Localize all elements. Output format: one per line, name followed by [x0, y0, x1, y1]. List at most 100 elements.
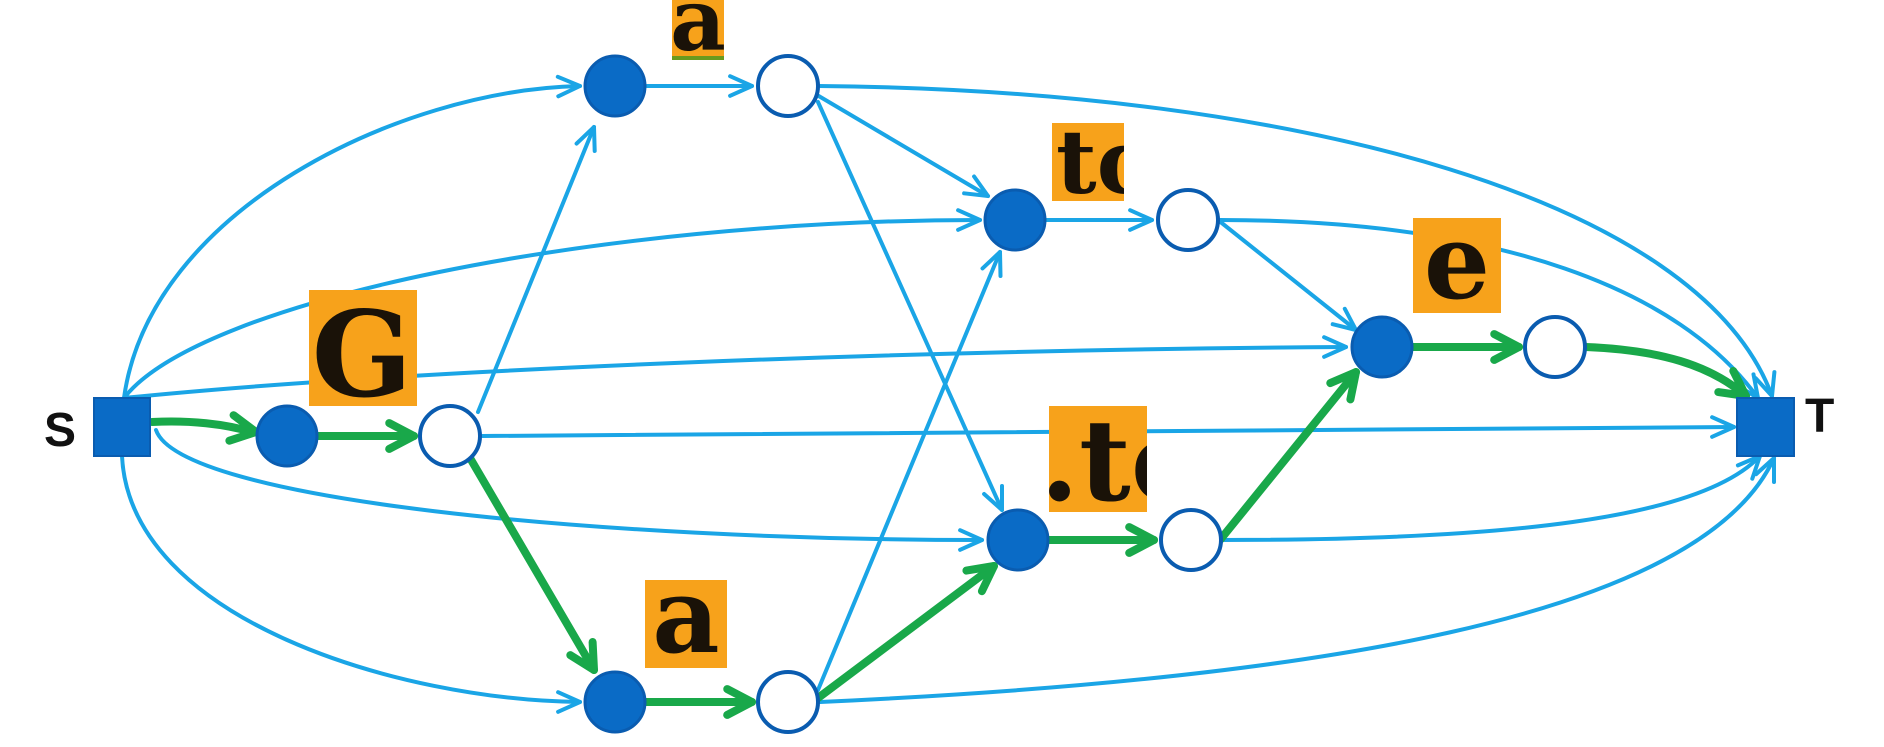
- node-e-in: [1350, 315, 1414, 379]
- edge-a-bottom-to-sink-line: [818, 456, 1776, 704]
- patch-a-top: a: [670, 0, 726, 71]
- edge-a-top-to-tc-lower-line: [816, 100, 1004, 512]
- edge-a-top-to-sink: [816, 84, 1777, 398]
- edge-s-to-tc-upper-line: [122, 218, 982, 400]
- patch-tc-lower-glyph: .tc: [1040, 396, 1199, 527]
- patch-g-glyph: G: [312, 285, 413, 424]
- path-e-to-sink-line: [1582, 343, 1750, 400]
- edge-a-top-to-tc-lower: [816, 100, 1004, 512]
- node-a-top-out: [756, 54, 820, 118]
- node-a-bottom-out: [756, 670, 820, 734]
- patch-tc-upper-glyph: tc: [1056, 110, 1150, 214]
- path-g-to-a-bottom-line: [466, 454, 598, 674]
- patch-e: e: [1413, 200, 1501, 323]
- edge-a-top-to-tc-upper-arrowhead: [962, 174, 990, 198]
- path-a-bottom-to-tc-lower-arrowhead: [962, 562, 998, 596]
- patch-a-top-edge-strip: [672, 56, 724, 60]
- edge-a-top-to-tc-upper-line: [815, 93, 990, 198]
- node-tc-upper-in: [983, 188, 1047, 252]
- path-e-internal: [1409, 330, 1523, 364]
- path-g-to-a-bottom-arrowhead: [566, 638, 598, 674]
- patch-tc-lower: .tc: [1040, 396, 1199, 527]
- node-tc-lower-in: [986, 508, 1050, 572]
- edge-s-to-e: [122, 335, 1348, 400]
- edge-s-to-tc-lower-line: [154, 428, 984, 542]
- path-a-bottom-internal-arrowhead: [723, 685, 756, 719]
- edge-s-to-tc-lower: [154, 428, 984, 552]
- edge-s-to-a-top: [122, 74, 582, 400]
- path-a-bottom-to-tc-lower-line: [814, 562, 998, 702]
- edge-s-to-a-top-arrowhead: [555, 74, 582, 99]
- node-a-top-in: [583, 54, 647, 118]
- path-s-to-g-line: [148, 417, 256, 436]
- patch-e-background: [1413, 218, 1501, 313]
- edge-a-top-to-tc-upper: [815, 93, 990, 198]
- path-tc-lower-internal: [1045, 523, 1158, 557]
- patch-tc-lower-background: [1049, 406, 1147, 512]
- edge-tc-upper-internal-arrowhead: [1128, 208, 1154, 232]
- edge-tc-lower-to-sink: [1220, 454, 1762, 542]
- patch-g: G: [309, 285, 417, 424]
- edge-a-bottom-to-sink: [818, 456, 1776, 704]
- edge-a-top-to-sink-arrowhead: [1753, 370, 1777, 398]
- source-node: [93, 397, 151, 457]
- edge-s-to-tc-upper: [122, 208, 982, 400]
- path-e-to-sink-arrowhead: [1714, 367, 1750, 400]
- patch-tc-upper-background: [1052, 123, 1124, 201]
- selected-path-layer: [148, 330, 1750, 719]
- node-a-bottom-in: [583, 670, 647, 734]
- edge-a-top-to-sink-line: [816, 84, 1774, 398]
- path-a-bottom-internal: [642, 685, 756, 719]
- path-g-internal: [314, 419, 418, 453]
- source-label: S: [44, 404, 76, 457]
- edge-g-to-sink-arrowhead: [1710, 415, 1736, 439]
- node-e-out: [1523, 315, 1587, 379]
- edge-a-top-internal-arrowhead: [728, 74, 754, 98]
- patch-a-bottom-glyph: a: [652, 554, 719, 677]
- sink-node: [1736, 397, 1795, 457]
- node-tc-lower-out: [1159, 508, 1223, 572]
- path-tc-lower-to-e-arrowhead: [1326, 368, 1360, 404]
- patch-a-top-background: [672, 0, 724, 60]
- edge-s-to-a-top-line: [122, 84, 582, 400]
- patch-a-bottom-background: [645, 580, 727, 668]
- path-tc-lower-internal-arrowhead: [1125, 523, 1158, 557]
- patch-a-bottom: a: [645, 554, 727, 677]
- edge-s-to-a-bottom: [120, 454, 582, 714]
- sink-label: T: [1805, 390, 1834, 443]
- edge-tc-upper-to-sink-line: [1218, 218, 1760, 400]
- patch-e-glyph: e: [1424, 200, 1490, 323]
- patch-tc-upper: tc: [1052, 110, 1150, 214]
- edge-a-bottom-to-sink-arrowhead: [1754, 456, 1776, 484]
- path-e-internal-arrowhead: [1490, 330, 1523, 364]
- path-g-to-a-bottom: [466, 454, 598, 674]
- path-tc-lower-to-e: [1216, 368, 1360, 544]
- patch-a-top-glyph: a: [670, 0, 726, 71]
- path-a-bottom-to-tc-lower: [814, 562, 998, 702]
- node-g-in: [255, 404, 319, 468]
- patch-g-background: [309, 290, 417, 406]
- node-layer: [93, 54, 1795, 734]
- node-tc-upper-out: [1156, 188, 1220, 252]
- edge-s-to-e-arrowhead: [1322, 335, 1348, 359]
- edge-a-top-internal: [645, 74, 754, 98]
- edge-tc-upper-to-e-line: [1216, 218, 1358, 332]
- edge-s-to-a-bottom-arrowhead: [556, 690, 582, 714]
- edge-g-to-a-top-line: [476, 125, 596, 414]
- edge-s-to-tc-upper-arrowhead: [956, 208, 982, 232]
- edge-s-to-tc-lower-arrowhead: [958, 528, 984, 552]
- edge-s-to-a-bottom-line: [120, 454, 582, 704]
- node-g-out: [418, 404, 482, 468]
- path-s-to-g: [148, 411, 260, 445]
- edge-tc-lower-to-sink-line: [1220, 454, 1762, 542]
- edge-tc-upper-internal: [1044, 208, 1154, 232]
- edge-a-top-to-tc-lower-arrowhead: [982, 484, 1004, 512]
- edge-g-to-a-top-arrowhead: [574, 125, 597, 153]
- path-e-to-sink: [1582, 343, 1750, 400]
- edge-s-to-e-line: [122, 345, 1348, 400]
- path-g-internal-arrowhead: [385, 419, 418, 453]
- edge-a-bottom-to-tc-upper: [816, 250, 1003, 692]
- edge-g-to-a-top: [476, 125, 597, 414]
